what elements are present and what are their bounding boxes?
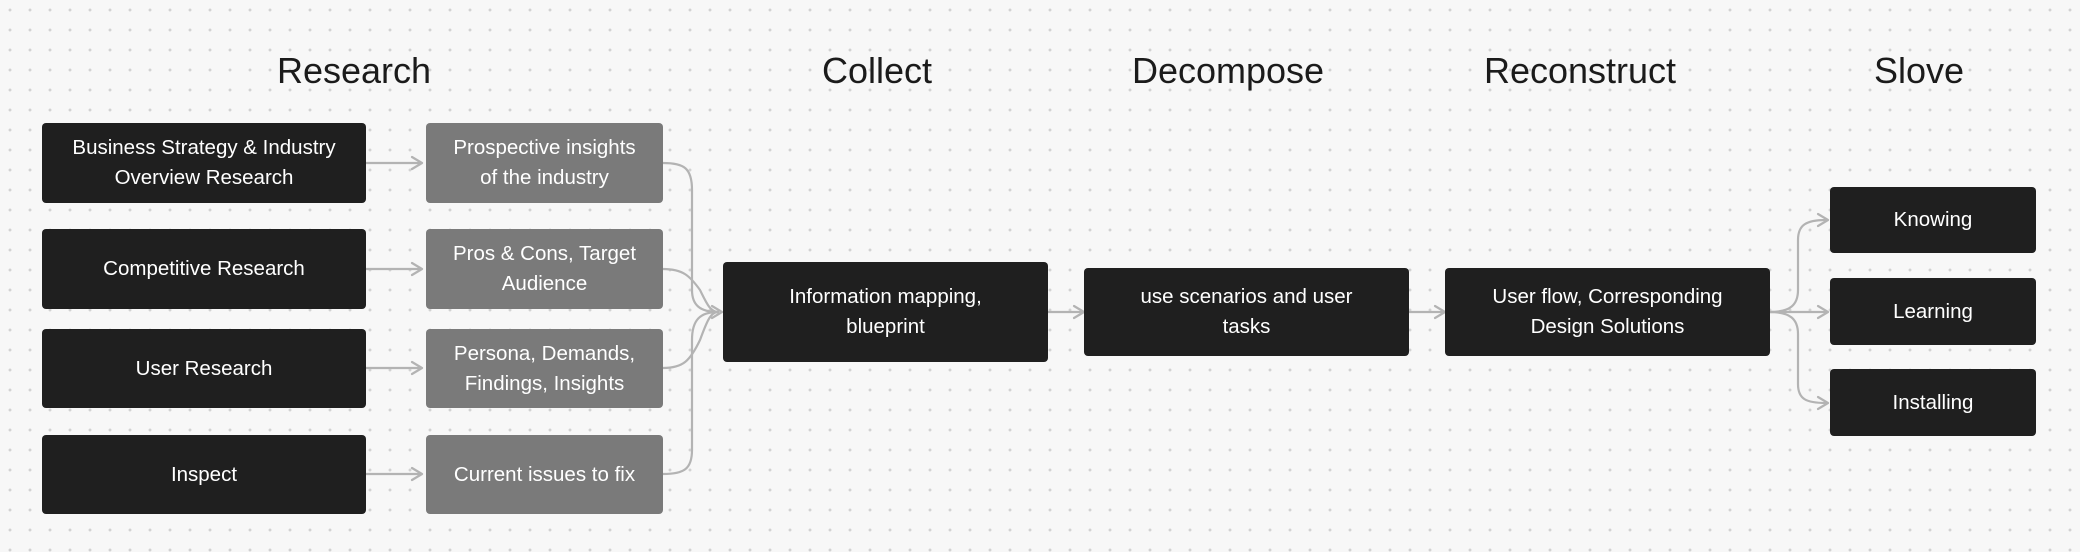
research-output-pros-cons[interactable]: Pros & Cons, Target Audience xyxy=(426,229,663,309)
solve-item-installing[interactable]: Installing xyxy=(1830,369,2036,436)
stage-heading-solve: Slove xyxy=(1873,50,1965,91)
split-line-installing xyxy=(1768,310,1828,405)
stage-heading-reconstruct: Reconstruct xyxy=(1483,50,1677,91)
arrow-into-collect xyxy=(710,304,724,320)
research-item-inspect[interactable]: Inspect xyxy=(42,435,366,514)
merge-line-insights xyxy=(661,161,720,314)
research-item-business-strategy[interactable]: Business Strategy & Industry Overview Re… xyxy=(42,123,366,203)
arrow-user-research-to-persona xyxy=(364,360,424,376)
research-item-competitive[interactable]: Competitive Research xyxy=(42,229,366,309)
arrowhead-learning xyxy=(1816,304,1830,320)
arrow-business-to-insights xyxy=(364,155,424,171)
reconstruct-user-flow[interactable]: User flow, Corresponding Design Solution… xyxy=(1445,268,1770,356)
stage-heading-research: Research xyxy=(276,50,432,91)
solve-item-learning[interactable]: Learning xyxy=(1830,278,2036,345)
decompose-use-scenarios[interactable]: use scenarios and user tasks xyxy=(1084,268,1409,356)
collect-information-mapping[interactable]: Information mapping, blueprint xyxy=(723,262,1048,362)
arrow-decompose-to-reconstruct xyxy=(1407,304,1447,320)
arrow-competitive-to-pros-cons xyxy=(364,261,424,277)
merge-line-pros-cons xyxy=(661,267,720,314)
solve-item-knowing[interactable]: Knowing xyxy=(1830,187,2036,253)
research-output-persona[interactable]: Persona, Demands, Findings, Insights xyxy=(426,329,663,408)
research-output-current-issues[interactable]: Current issues to fix xyxy=(426,435,663,514)
arrow-inspect-to-issues xyxy=(364,466,424,482)
arrow-collect-to-decompose xyxy=(1046,304,1086,320)
arrowhead-knowing xyxy=(1816,212,1830,228)
arrowhead-installing xyxy=(1816,395,1830,411)
split-line-knowing xyxy=(1768,218,1828,314)
merge-line-issues xyxy=(661,310,720,476)
merge-line-persona xyxy=(661,310,720,370)
stage-heading-decompose: Decompose xyxy=(1131,50,1325,91)
stage-heading-collect: Collect xyxy=(821,50,933,91)
research-item-user-research[interactable]: User Research xyxy=(42,329,366,408)
research-output-industry-insights[interactable]: Prospective insights of the industry xyxy=(426,123,663,203)
